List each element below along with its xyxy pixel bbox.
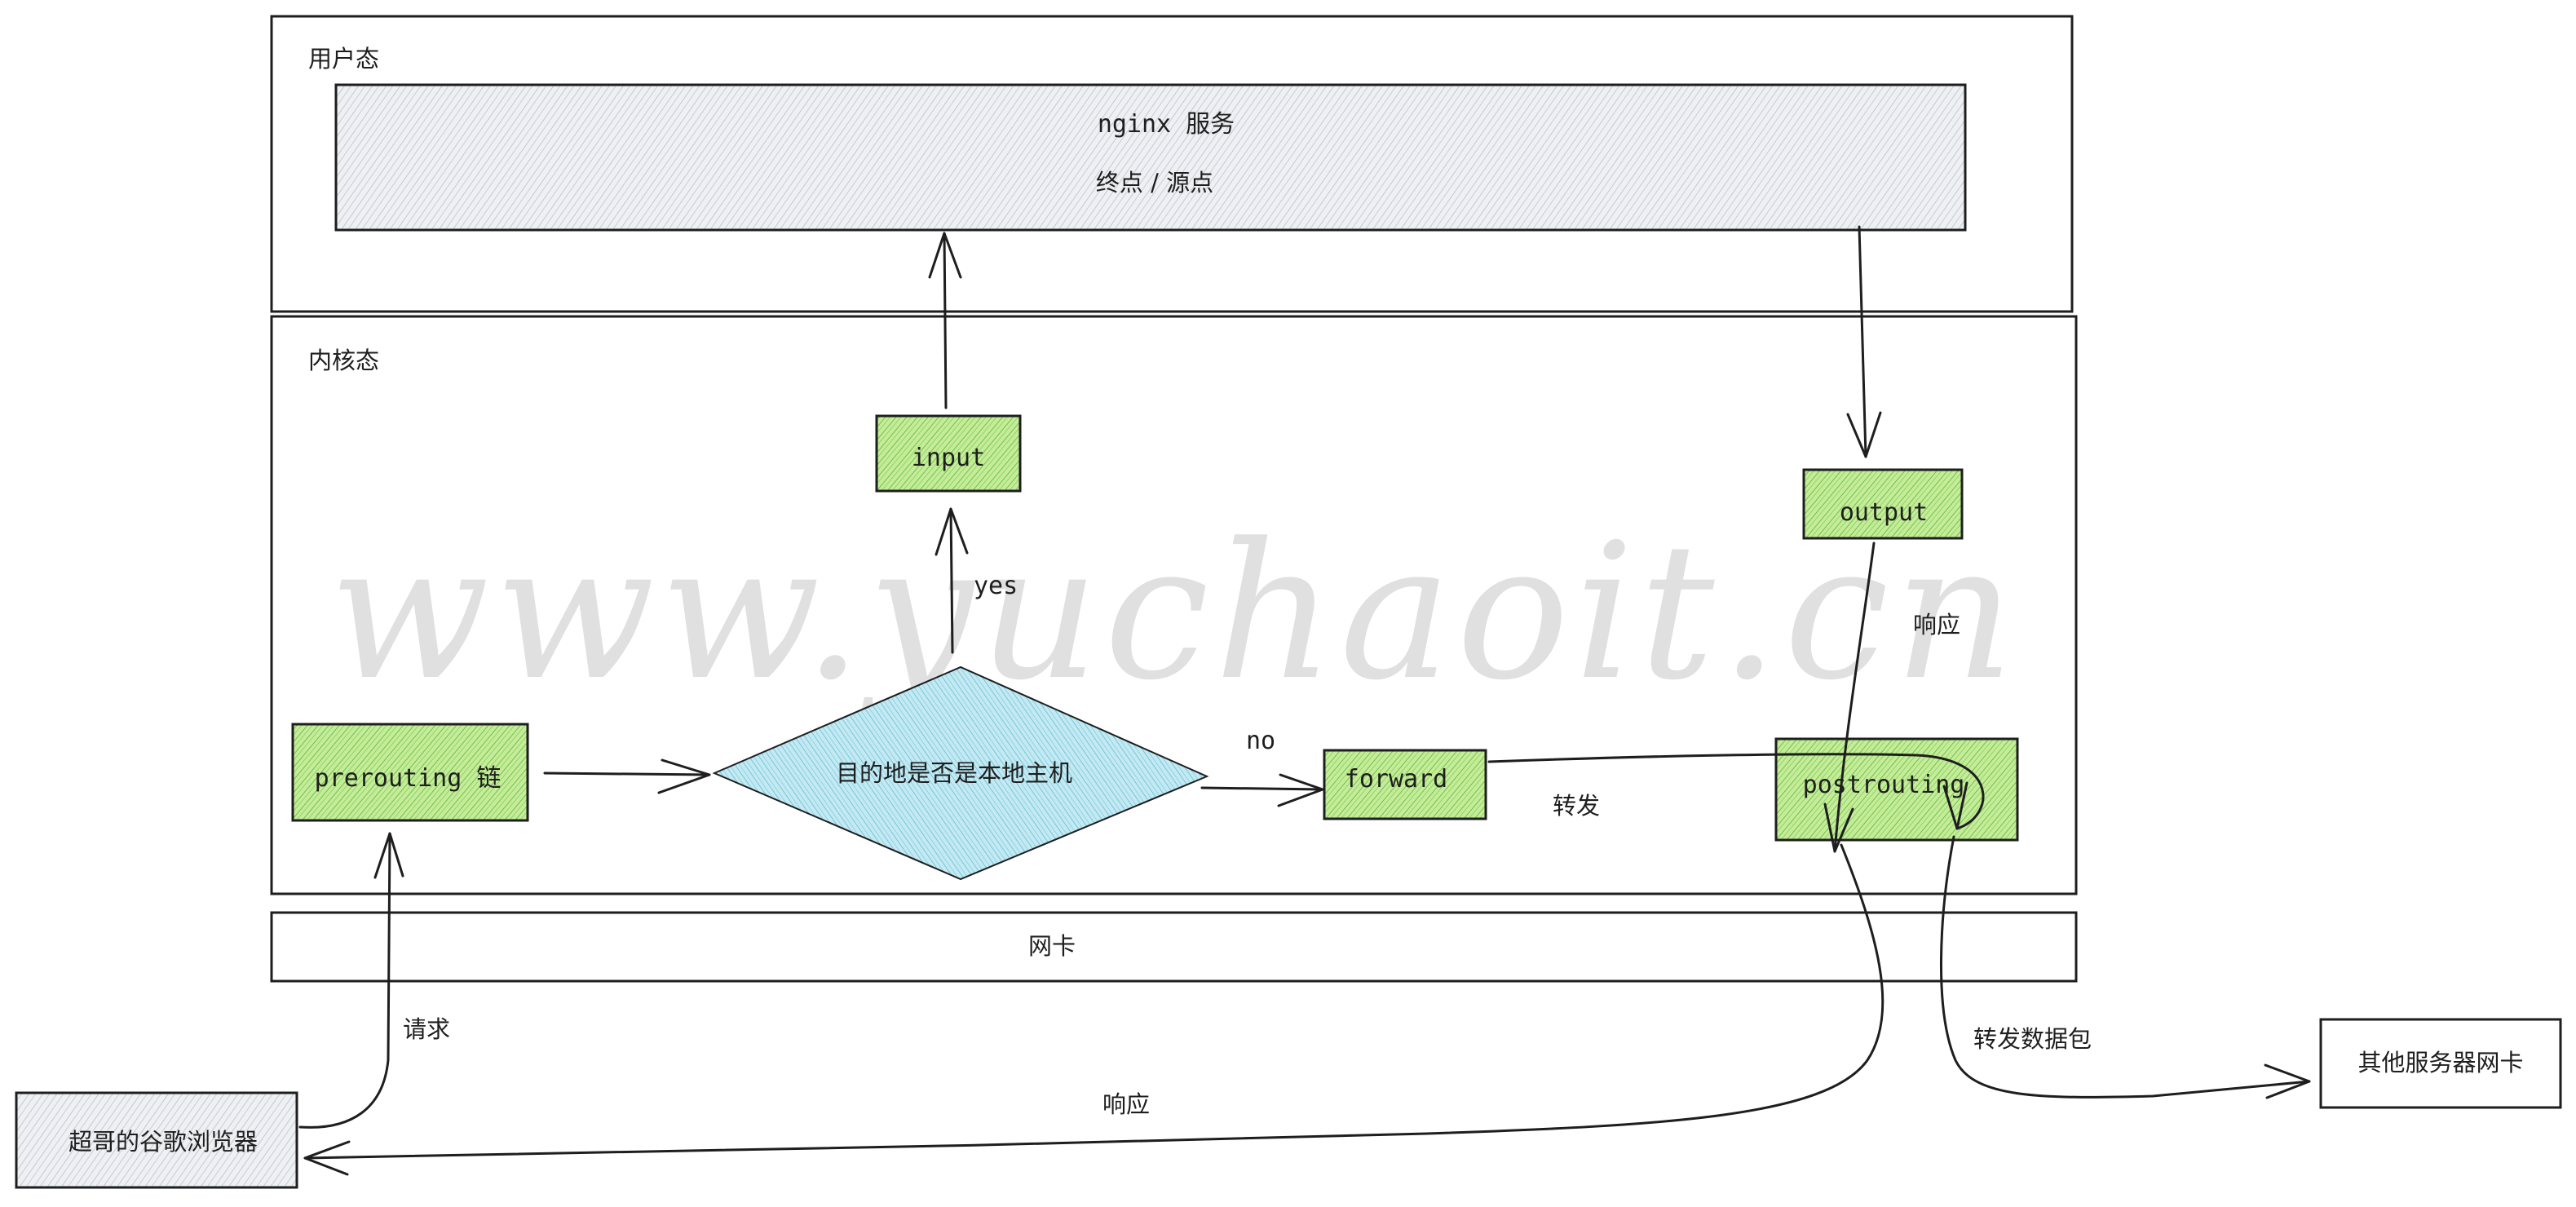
edge-label-request: 请求 [403,1015,450,1043]
nic-bar [270,911,2078,983]
edge-label-yes: yes [974,572,1018,600]
browser-box [15,1091,298,1189]
kernel-space-frame [270,315,2078,895]
browser-label: 超哥的谷歌浏览器 [68,1128,258,1156]
postrouting-chain-label: postrouting [1803,771,1965,799]
arrow-forward-to-postrouting [1487,753,1985,830]
other-server-nic-label: 其他服务器网卡 [2357,1049,2523,1077]
arrow-decision-to-input [949,507,954,654]
arrow-postrouting-to-browser [303,843,1885,1160]
arrowhead-browser-to-prerouting [373,832,404,879]
arrowhead-input-to-nginx [928,232,962,279]
output-chain-label: output [1840,498,1928,527]
output-chain-box [1802,468,1964,540]
arrowhead-prerouting-to-decision [657,758,711,794]
nginx-title: nginx 服务 [1098,110,1235,139]
edge-label-no: no [1246,727,1275,755]
arrowhead-decision-to-input [935,507,969,556]
nginx-service-box [334,83,1967,232]
arrowhead-output-to-postrouting [1823,802,1854,853]
nic-label: 网卡 [1028,932,1076,960]
prerouting-chain-label: prerouting 链 [315,764,502,793]
arrow-decision-to-forward [1200,786,1324,791]
arrowhead-postrouting-to-browser [303,1140,351,1176]
arrow-prerouting-to-decision [543,772,711,776]
arrow-nginx-to-output [1858,225,1867,458]
arrow-output-to-postrouting [1833,542,1876,853]
arrowhead-decision-to-forward [1277,773,1324,807]
edge-label-forward-packet: 转发数据包 [1973,1025,2092,1053]
forward-chain-label: forward [1345,765,1447,794]
other-server-nic-box [2319,1018,2562,1109]
user-space-label: 用户态 [308,45,379,73]
edge-label-response-bottom: 响应 [1102,1090,1150,1118]
edge-label-response-kernel: 响应 [1913,611,1960,639]
edge-label-forward: 转发 [1553,792,1600,820]
user-space-frame [270,15,2074,313]
arrowhead-forward-to-postrouting [1942,781,1968,830]
kernel-space-label: 内核态 [308,347,379,374]
arrow-postrouting-to-other-nic [1939,835,2311,1099]
arrow-input-to-nginx [943,232,948,409]
input-chain-box [875,414,1022,493]
forward-chain-box [1323,749,1487,820]
watermark: www.yuchaoit.cn [329,504,2019,722]
prerouting-chain-box [291,723,529,822]
arrow-browser-to-prerouting [298,832,391,1129]
input-chain-label: input [912,444,985,472]
decision-label: 目的地是否是本地主机 [836,759,1072,787]
decision-diamond [712,665,1209,881]
arrowhead-postrouting-to-other-nic [2264,1063,2311,1099]
nginx-subtitle: 终点 / 源点 [1096,169,1213,197]
arrowhead-nginx-to-output [1846,411,1882,458]
